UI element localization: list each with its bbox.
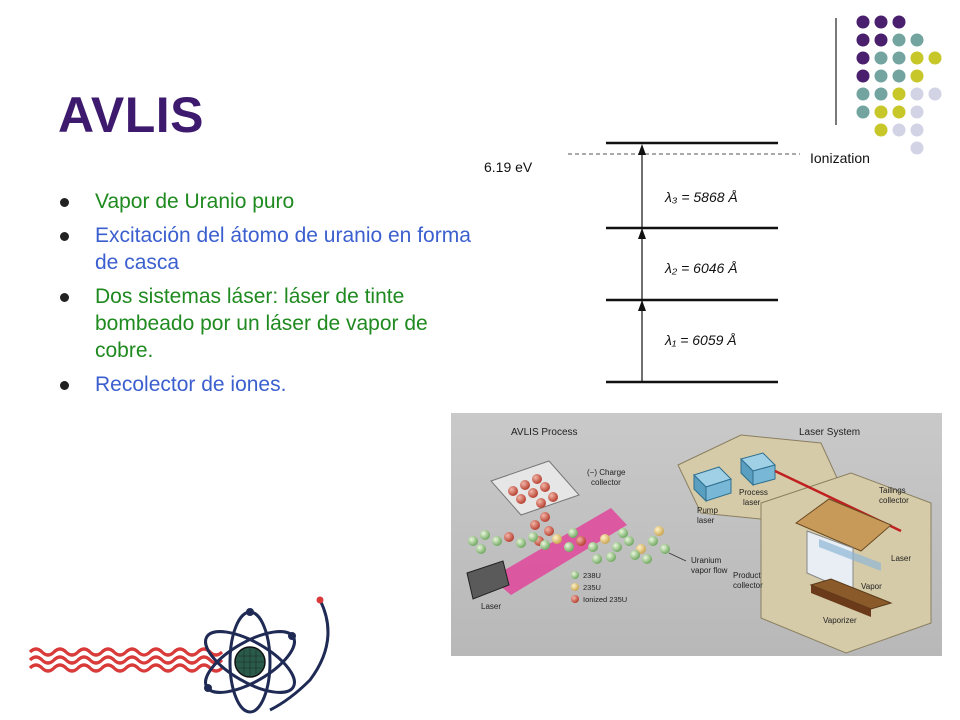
- bullet-dot-icon: [60, 198, 69, 207]
- svg-text:238U: 238U: [583, 571, 601, 580]
- energy-level-diagram: 6.19 eV Ionization λ₃ = 5868 Å λ₂ = 6046…: [484, 141, 870, 384]
- bullet-dot-icon: [60, 232, 69, 241]
- svg-text:vapor flow: vapor flow: [691, 566, 728, 575]
- vaporizer-label: Vaporizer: [823, 616, 857, 625]
- laser-left-label: Laser: [481, 602, 501, 611]
- svg-text:laser: laser: [697, 516, 715, 525]
- uranium-vapor-flow-label: Uranium: [691, 556, 722, 565]
- arrowhead-icon: [638, 300, 646, 311]
- arrowhead-icon: [638, 228, 646, 239]
- ionization-energy-label: 6.19 eV: [484, 159, 533, 175]
- lambda3-label: λ₃ = 5868 Å: [664, 189, 738, 205]
- svg-text:collector: collector: [733, 581, 763, 590]
- laser-system-title: Laser System: [799, 427, 860, 438]
- charge-collector-plate: [490, 460, 580, 516]
- bullet-item: Recolector de iones.: [60, 371, 480, 398]
- svg-text:laser: laser: [743, 498, 761, 507]
- isotope-legend: 238U 235U Ionized 235U: [571, 571, 627, 604]
- svg-text:Ionized 235U: Ionized 235U: [583, 595, 627, 604]
- atom-logo-icon: [28, 596, 330, 714]
- dot-grid: [856, 15, 942, 155]
- bullet-text: Excitación del átomo de uranio en forma …: [95, 224, 471, 274]
- bullet-item: Dos sistemas láser: láser de tinte bombe…: [60, 283, 480, 364]
- bullet-dot-icon: [60, 293, 69, 302]
- ionization-label: Ionization: [810, 150, 870, 166]
- arrowhead-icon: [638, 144, 646, 155]
- laser-box: [466, 560, 510, 600]
- process-laser-box: [752, 464, 776, 486]
- svg-text:235U: 235U: [583, 583, 601, 592]
- tailings-collector-label: Tailings: [879, 486, 906, 495]
- svg-text:collector: collector: [591, 478, 621, 487]
- decorative-dot-grid-icon: [835, 15, 942, 155]
- bullet-text: Dos sistemas láser: láser de tinte bombe…: [95, 285, 428, 362]
- lambda1-label: λ₁ = 6059 Å: [664, 332, 737, 348]
- svg-text:collector: collector: [879, 496, 909, 505]
- bullet-text: Recolector de iones.: [95, 373, 287, 396]
- bullet-item: Excitación del átomo de uranio en forma …: [60, 222, 480, 276]
- wave-lines: [28, 647, 224, 673]
- process-laser-label: Process: [739, 488, 768, 497]
- bullet-item: Vapor de Uranio puro: [60, 188, 480, 215]
- slide-title: AVLIS: [58, 87, 205, 143]
- avlis-process-title: AVLIS Process: [511, 427, 578, 438]
- lambda2-label: λ₂ = 6046 Å: [664, 260, 738, 276]
- charge-collector-label: (−) Charge: [587, 468, 626, 477]
- pump-laser-box: [705, 478, 732, 502]
- bullet-list: Vapor de Uranio puro Excitación del átom…: [60, 188, 480, 405]
- tailings-collector-plate: [794, 498, 892, 552]
- bullet-text: Vapor de Uranio puro: [95, 190, 295, 213]
- product-collector-label: Product: [733, 571, 761, 580]
- bullet-dot-icon: [60, 381, 69, 390]
- laser-beam: [491, 508, 627, 595]
- laser-right-label: Laser: [891, 554, 911, 563]
- uranium-atom-stream: [468, 526, 670, 564]
- avlis-process-illustration: AVLIS Process Laser System (−) Charge co…: [451, 413, 942, 656]
- pump-laser-label: Pump: [697, 506, 718, 515]
- vapor-label: Vapor: [861, 582, 882, 591]
